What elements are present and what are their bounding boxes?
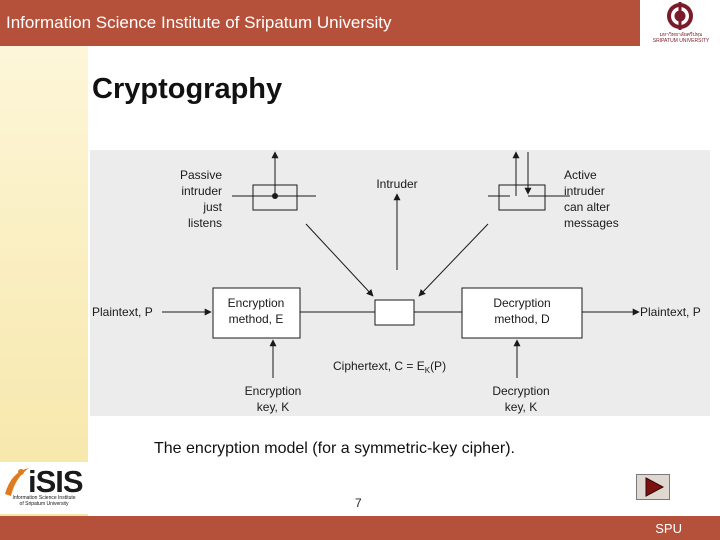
encryption-key-line-2: key, K: [257, 400, 289, 414]
encryption-method-box: [212, 287, 301, 339]
play-arrow-icon: [645, 477, 665, 497]
encryption-method-line-2: method, E: [229, 312, 284, 326]
logo-english-name: SRIPATUM UNIVERSITY: [652, 38, 710, 44]
header-title: Information Science Institute of Sripatu…: [6, 13, 392, 32]
ciphertext-prefix: Ciphertext, C = E: [333, 359, 425, 373]
decryption-method-line-1: Decryption: [493, 296, 550, 310]
decryption-method-box: [461, 287, 583, 339]
isis-logo: iSIS Information Science Institute of Sr…: [0, 462, 88, 514]
passive-tap-point: [272, 193, 278, 199]
active-label-line-4: messages: [564, 216, 619, 230]
diagram-caption: The encryption model (for a symmetric-ke…: [154, 440, 515, 457]
active-tap-box: [498, 184, 546, 211]
passive-label-line-1: Passive: [180, 168, 222, 182]
ciphertext-subscript: K: [425, 366, 431, 375]
intruder-label: Intruder: [376, 177, 417, 191]
left-decorative-band: [0, 46, 88, 516]
decryption-key-line-2: key, K: [505, 400, 537, 414]
encryption-model-diagram: Passive intruder just listens Intruder A…: [90, 150, 710, 416]
passive-label-line-2: intruder: [181, 184, 222, 198]
logo-thai-name: มหาวิทยาลัยศรีปทุม: [659, 32, 703, 38]
slide-title: Cryptography: [92, 73, 283, 105]
passive-label-line-3: just: [202, 200, 222, 214]
active-label-line-3: can alter: [564, 200, 610, 214]
next-slide-button[interactable]: [636, 474, 670, 500]
header-bar: Information Science Institute of Sripatu…: [0, 0, 720, 46]
encryption-method-line-1: Encryption: [228, 296, 285, 310]
encryption-key-line-1: Encryption: [245, 384, 302, 398]
sripatum-emblem-icon: [667, 2, 693, 30]
ciphertext-box: [374, 299, 415, 326]
decryption-key-line-1: Decryption: [492, 384, 549, 398]
ciphertext-label: Ciphertext, C = EK(P): [333, 359, 446, 375]
active-label-line-2: intruder: [564, 184, 605, 198]
passive-tap-arrow: [305, 223, 374, 297]
decryption-method-line-2: method, D: [494, 312, 550, 326]
page-number: 7: [355, 496, 362, 510]
isis-subtitle-line-1: Information Science Institute: [12, 495, 76, 501]
isis-swoosh-icon: [5, 468, 29, 496]
footer-label: SPU: [655, 521, 682, 536]
ciphertext-suffix: (P): [430, 359, 446, 373]
isis-subtitle-line-2: of Sripatum University: [19, 501, 69, 507]
active-tap-arrow: [418, 223, 489, 297]
active-label-line-1: Active: [564, 168, 597, 182]
diagram-svg: Passive intruder just listens Intruder A…: [92, 151, 701, 414]
isis-wordmark: iSIS: [28, 464, 84, 499]
plaintext-left-label: Plaintext, P: [92, 305, 153, 319]
footer-bar: SPU: [0, 516, 720, 540]
sripatum-logo: มหาวิทยาลัยศรีปทุม SRIPATUM UNIVERSITY: [640, 0, 720, 46]
passive-label-line-4: listens: [188, 216, 222, 230]
plaintext-right-label: Plaintext, P: [640, 305, 701, 319]
